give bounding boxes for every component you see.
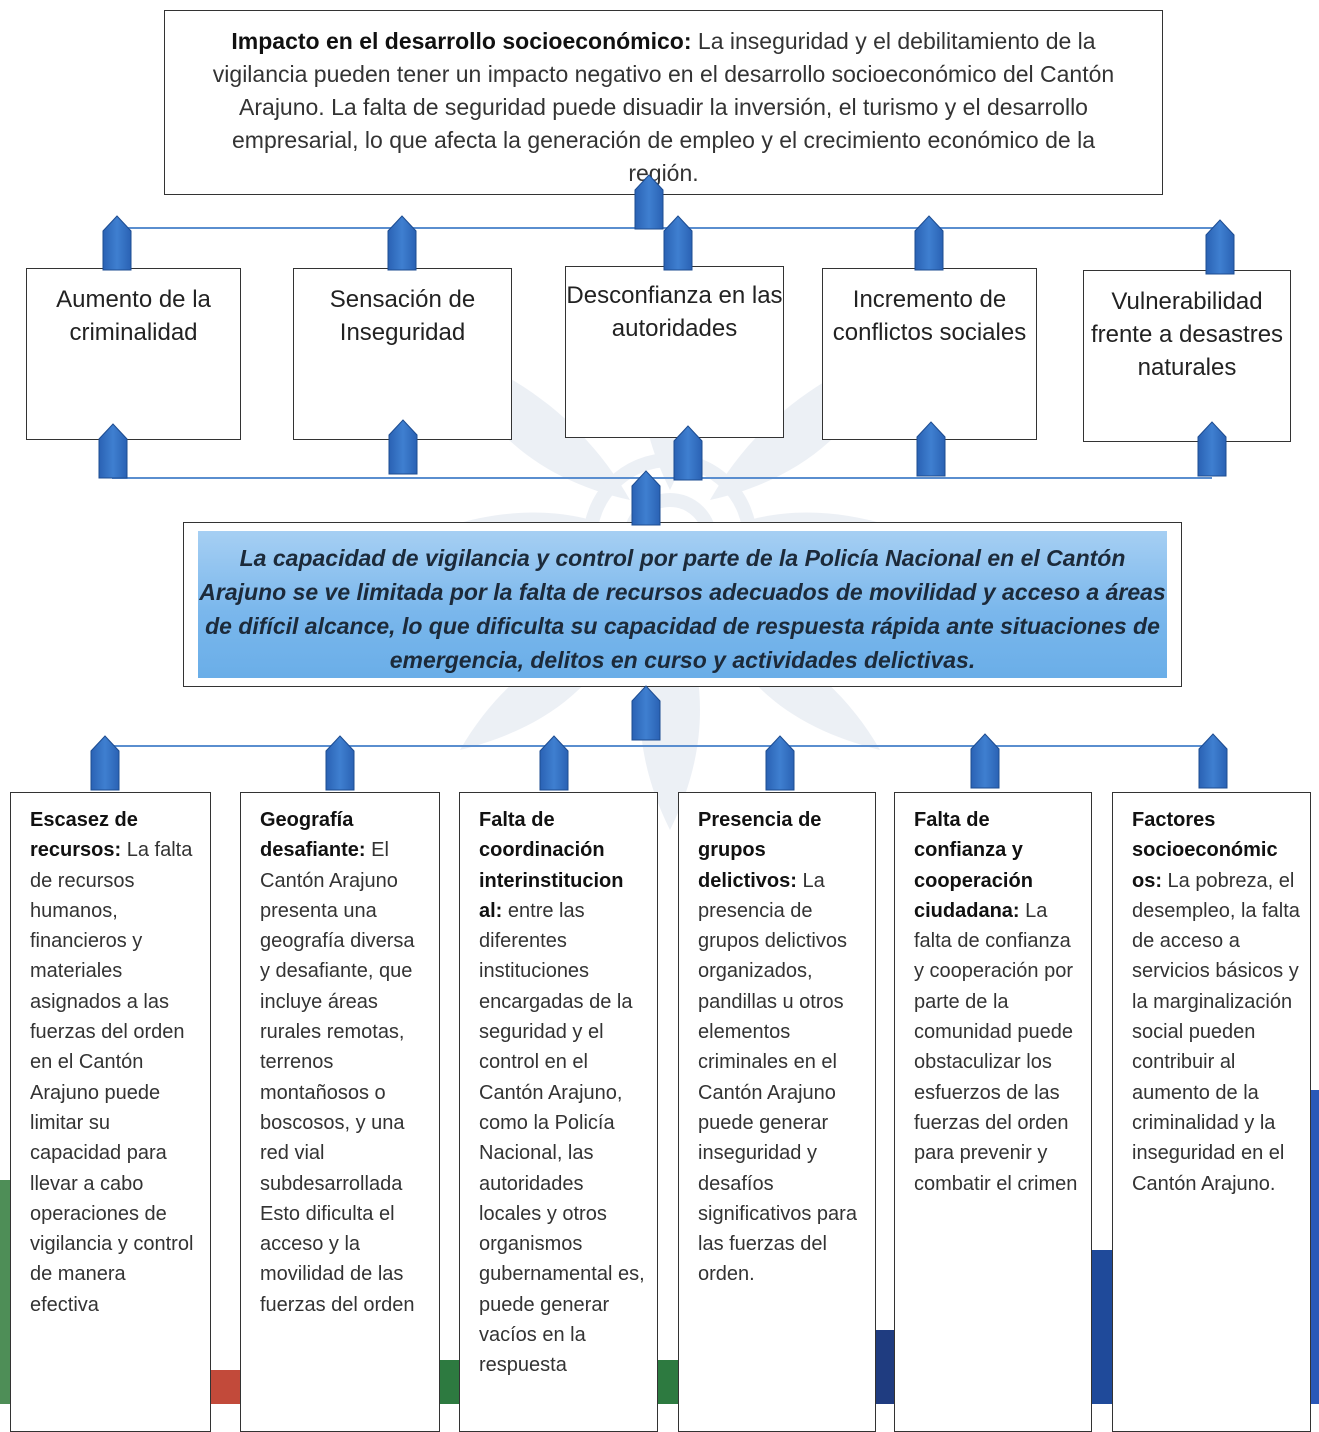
bg-decoration <box>205 1370 245 1404</box>
core-problem-box: La capacidad de vigilancia y control por… <box>183 522 1182 687</box>
cause-title: Falta de confianza y cooperación ciudada… <box>914 809 1033 922</box>
effect-label: Desconfianza en las autoridades <box>566 282 783 342</box>
effect-box-criminalidad: Aumento de la criminalidad <box>26 268 241 440</box>
cause-text: La falta de confianza y cooperación por … <box>914 899 1078 1195</box>
cause-title: Escasez de recursos: <box>30 809 138 862</box>
bg-decoration <box>1090 1250 1116 1404</box>
cause-box-socioeconomicos: Factores socioeconómic os: La pobreza, e… <box>1112 792 1311 1432</box>
effect-box-conflictos: Incremento de conflictos sociales <box>822 268 1037 440</box>
top-effect-title: Impacto en el desarrollo socioeconómico: <box>231 28 692 54</box>
cause-title: Presencia de grupos delictivos: <box>698 809 822 892</box>
top-effect-box: Impacto en el desarrollo socioeconómico:… <box>164 10 1163 195</box>
cause-title: Geografía desafiante: <box>260 809 366 862</box>
effect-box-desconfianza: Desconfianza en las autoridades <box>565 266 784 438</box>
arrow-up-icon <box>102 215 132 271</box>
cause-title: Falta de coordinación interinstitucion a… <box>479 809 624 922</box>
cause-text: La pobreza, el desempleo, la falta de ac… <box>1132 869 1300 1195</box>
effect-box-inseguridad: Sensación de Inseguridad <box>293 268 512 440</box>
arrow-up-icon <box>1205 219 1235 275</box>
cause-text: entre las diferentes instituciones encar… <box>479 899 645 1377</box>
effect-label: Incremento de conflictos sociales <box>832 286 1027 346</box>
top-effect-text: La inseguridad y el debilitamiento de la… <box>212 28 1115 186</box>
effect-label: Aumento de la criminalidad <box>56 286 211 346</box>
cause-box-coordinacion: Falta de coordinación interinstitucion a… <box>459 792 658 1432</box>
cause-text: El Cantón Arajuno presenta una geografía… <box>260 839 415 1316</box>
cause-box-grupos-delictivos: Presencia de grupos delictivos: La prese… <box>678 792 876 1432</box>
bg-decoration <box>872 1330 898 1404</box>
arrow-up-icon <box>90 735 120 791</box>
effect-label: Vulnerabilidad frente a desastres natura… <box>1090 288 1284 381</box>
cause-box-geografia: Geografía desafiante: El Cantón Arajuno … <box>240 792 440 1432</box>
effect-box-vulnerabilidad: Vulnerabilidad frente a desastres natura… <box>1083 270 1291 442</box>
effect-label: Sensación de Inseguridad <box>329 286 476 346</box>
cause-box-recursos: Escasez de recursos: La falta de recurso… <box>10 792 211 1432</box>
cause-text: La presencia de grupos delictivos organi… <box>698 869 857 1286</box>
core-problem-text: La capacidad de vigilancia y control por… <box>198 531 1167 678</box>
cause-text: La falta de recursos humanos, financiero… <box>30 839 194 1316</box>
cause-title: Factores socioeconómic os: <box>1132 809 1278 892</box>
cause-box-confianza: Falta de confianza y cooperación ciudada… <box>894 792 1092 1432</box>
arrow-up-icon <box>1198 733 1228 789</box>
